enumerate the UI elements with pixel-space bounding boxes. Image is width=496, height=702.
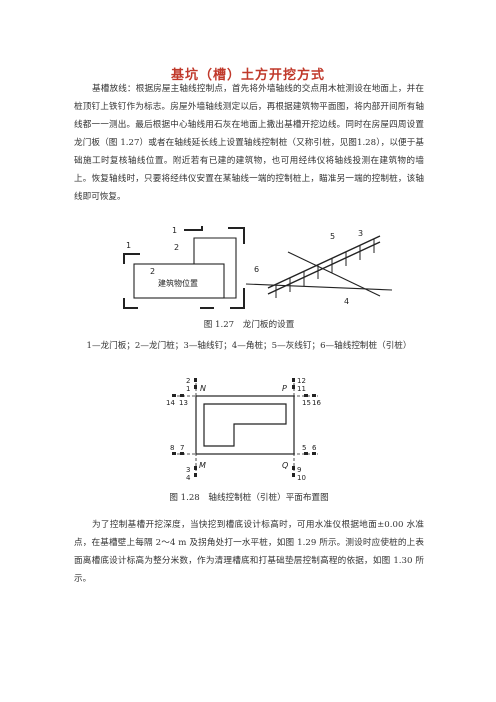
figure-1-27-diagram: 建筑物位置 1 2 1 2 5 3 6 4 (123, 226, 393, 309)
fig127-label: 3 (358, 229, 363, 238)
axis-line (245, 283, 393, 291)
batter-rail (267, 235, 381, 289)
pile-number: 10 (297, 474, 306, 482)
pile-number: 7 (180, 444, 184, 452)
outer-foundation-outline (195, 395, 295, 455)
figure-1-28-caption: 图 1.28 轴线控制桩（引桩）平面布置图 (169, 493, 329, 503)
figure-1-27-caption: 图 1.27 龙门板的设置 (203, 320, 295, 330)
figure-1-28-diagram: N P M Q 2 1 14 13 12 11 15 16 8 7 5 6 3 … (166, 377, 321, 482)
pile-number: 14 (166, 399, 175, 407)
pile-number: 9 (297, 466, 301, 474)
batter-board (123, 253, 140, 264)
batter-board (230, 288, 245, 309)
pile-number: 2 (186, 377, 190, 385)
batter-rail (267, 241, 381, 295)
pile-number: 8 (170, 444, 174, 452)
batter-board (123, 298, 138, 309)
paragraph-excavation-depth: 为了控制基槽开挖深度，当快挖到槽底设计标高时，可用水准仪根据地面±0.00 水准… (74, 520, 424, 584)
paragraph-layout-lines: 基槽放线：根据房屋主轴线控制点，首先将外墙轴线的交点用木桩测设在地面上，并在桩顶… (74, 84, 424, 202)
fig127-label: 4 (344, 297, 349, 306)
building-rect-left (133, 263, 225, 299)
point-label-m: M (199, 461, 206, 470)
fig127-label: 2 (150, 267, 155, 276)
pile-number: 6 (312, 444, 317, 452)
pile-number: 13 (179, 399, 188, 407)
pile-number: 3 (186, 466, 190, 474)
point-label-q: Q (282, 461, 288, 470)
point-label-n: N (200, 384, 206, 393)
fig127-label: 1 (172, 226, 177, 235)
pile-number: 1 (186, 385, 190, 393)
page-title: 基坑（槽）土方开挖方式 (170, 68, 325, 83)
pile-number: 16 (312, 399, 321, 407)
pile-number: 4 (186, 474, 191, 482)
fig127-label: 1 (126, 241, 131, 250)
batter-board (184, 226, 203, 231)
inner-foundation-outline (203, 403, 287, 447)
pile-number: 12 (297, 377, 306, 385)
point-label-p: P (282, 384, 287, 393)
fig127-label: 2 (174, 243, 179, 252)
building-rect-right (193, 237, 237, 299)
axis-line (287, 251, 381, 297)
pile-number: 15 (302, 399, 311, 407)
figure-1-27-legend: 1—龙门板；2—龙门桩；3—轴线钉；4—角桩；5—灰线钉；6—轴线控制桩（引桩） (86, 341, 412, 351)
building-label: 建筑物位置 (158, 278, 198, 288)
batter-board (228, 227, 245, 244)
pile-number: 11 (297, 385, 306, 393)
fig127-label: 6 (254, 265, 259, 274)
fig127-label: 5 (330, 232, 335, 241)
pile-number: 5 (302, 444, 306, 452)
